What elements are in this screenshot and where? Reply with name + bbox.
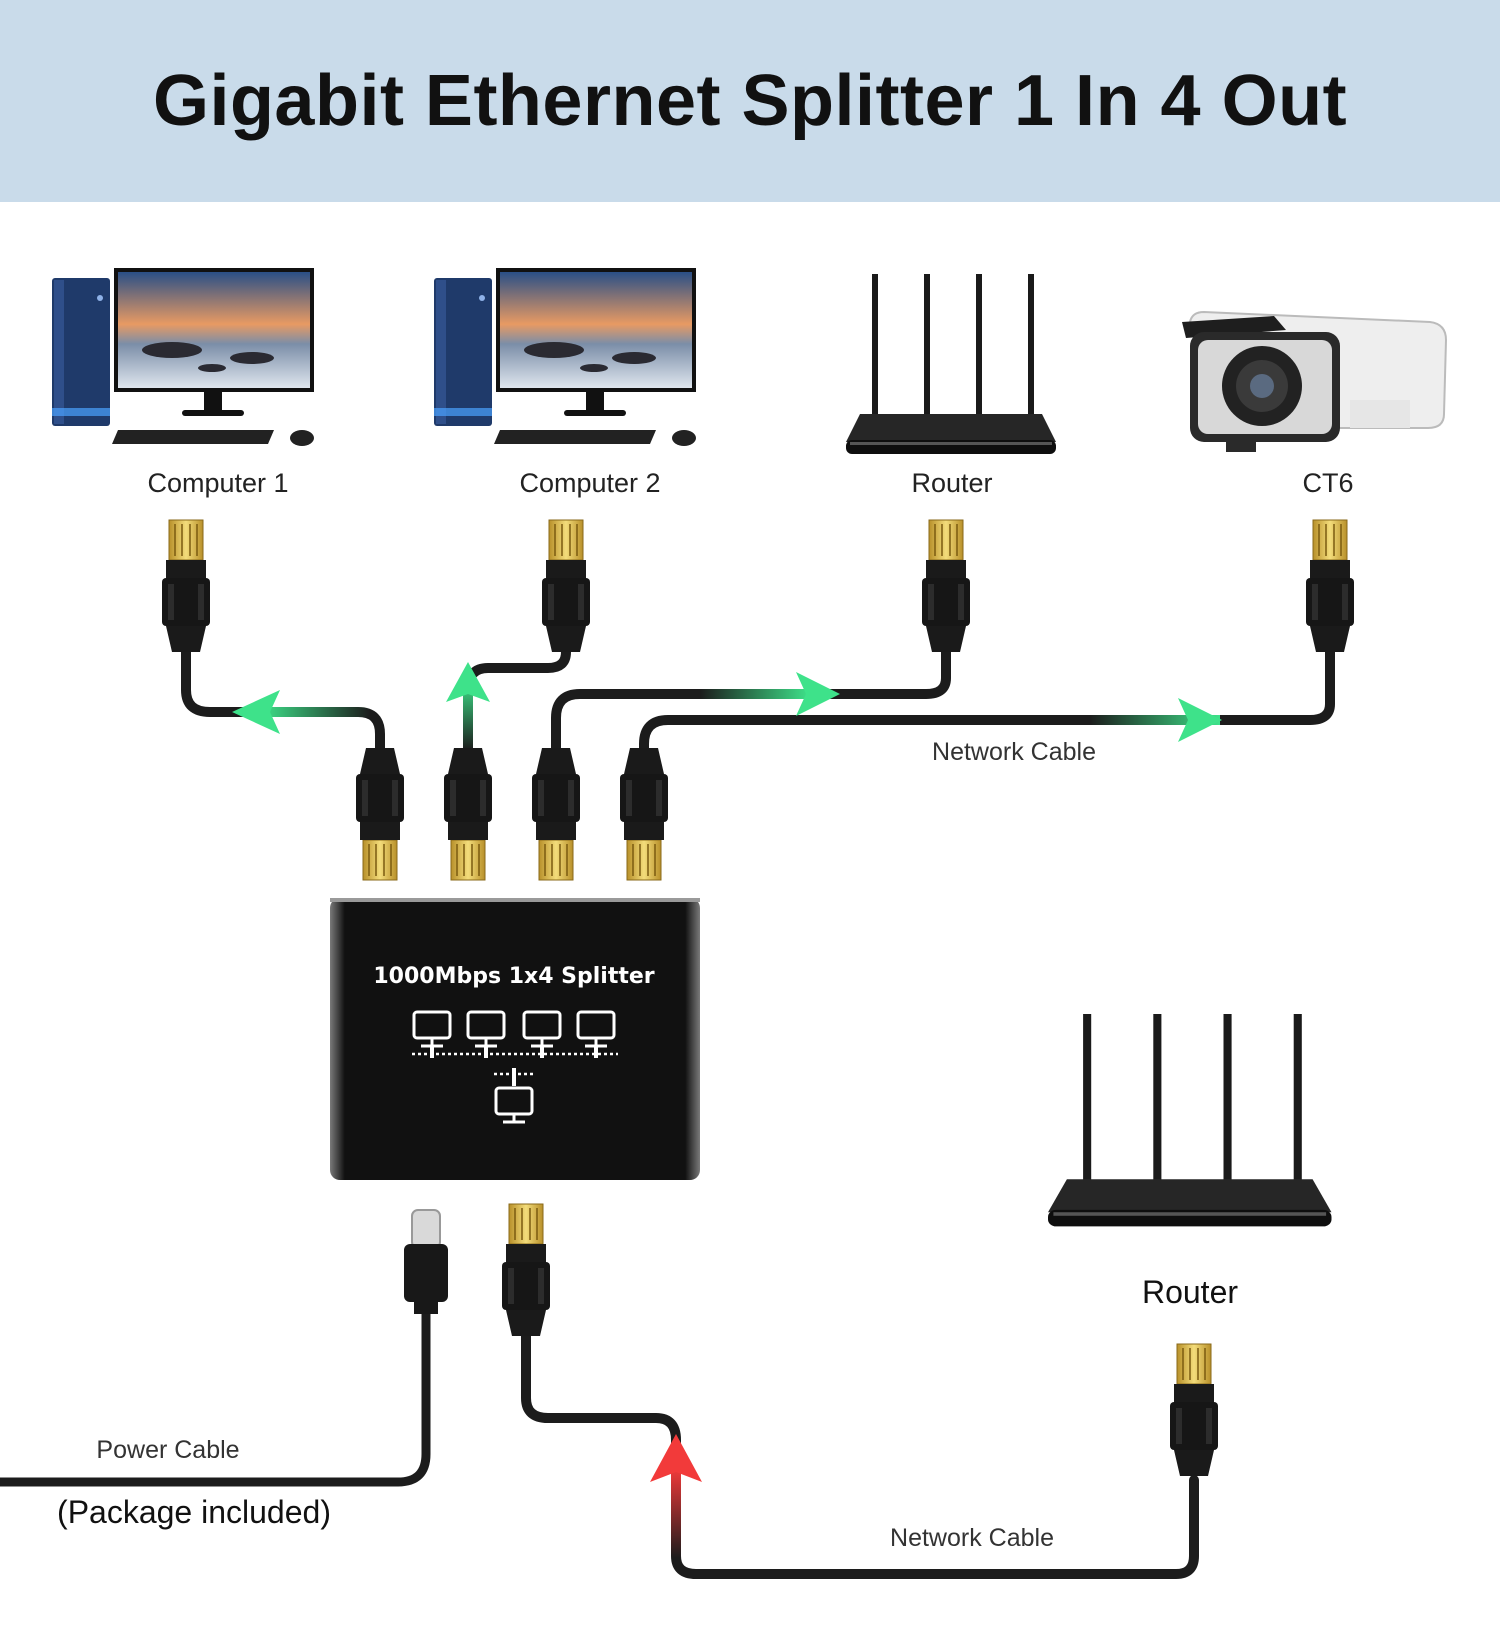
cable-to-computer-1 (181, 635, 385, 755)
rj45-connector-icon (355, 747, 405, 881)
package-included-label: (Package included) (57, 1494, 331, 1530)
router-icon (846, 274, 1056, 454)
computer-2-label: Computer 2 (519, 468, 661, 498)
power-cable-label: Power Cable (96, 1436, 240, 1464)
rj45-connector-icon (531, 747, 581, 881)
incoming-arrow (650, 1434, 702, 1558)
cable-to-camera (639, 635, 1335, 755)
splitter-label: 1000Mbps 1x4 Splitter (373, 964, 655, 989)
router-bottom-icon (1048, 1014, 1332, 1227)
usb-c-connector-icon (404, 1209, 448, 1314)
power-cable (0, 1305, 431, 1487)
camera-label: CT6 (1302, 468, 1354, 498)
splitter-box (330, 898, 700, 1180)
rj45-connector-icon (619, 747, 669, 881)
rj45-connector-icon (501, 1203, 551, 1337)
computer-1-label: Computer 1 (147, 468, 289, 498)
bullet-camera-icon (1182, 310, 1448, 452)
title-banner: Gigabit Ethernet Splitter 1 In 4 Out (0, 0, 1500, 202)
rj45-connector-icon (1169, 1343, 1219, 1477)
network-cable-bottom-label: Network Cable (890, 1524, 1054, 1552)
rj45-connector-icon (443, 747, 493, 881)
computer-2-icon (434, 268, 696, 446)
outgoing-arrows (232, 662, 1222, 750)
rj45-connector-icon (161, 519, 211, 653)
router-bottom-label: Router (1141, 1274, 1239, 1310)
rj45-connector-icon (541, 519, 591, 653)
router-top-label: Router (911, 468, 993, 498)
page-title: Gigabit Ethernet Splitter 1 In 4 Out (152, 61, 1348, 141)
network-topology-icon (412, 1010, 618, 1124)
network-cable-input (521, 1331, 1199, 1579)
computer-1-icon (52, 268, 314, 446)
rj45-connector-icon (1305, 519, 1355, 653)
rj45-connector-icon (921, 519, 971, 653)
network-cable-top-label: Network Cable (932, 738, 1096, 766)
